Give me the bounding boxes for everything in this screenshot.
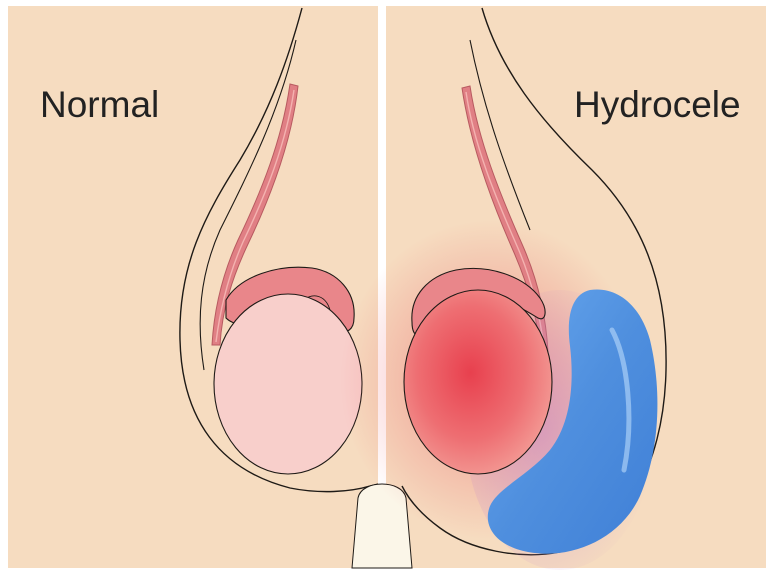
hydrocele-label: Hydrocele — [574, 86, 741, 123]
normal-testis — [214, 294, 362, 474]
hydrocele-testis — [404, 290, 552, 474]
normal-label: Normal — [40, 86, 159, 123]
